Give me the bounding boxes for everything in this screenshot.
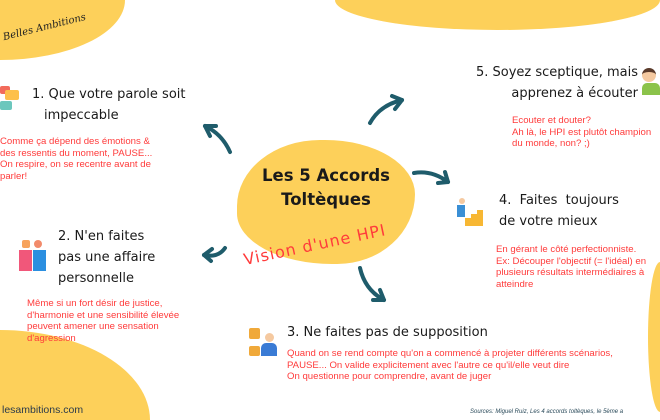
agreement-2-title: 2. N'en faites pas une affaire personnel… [58,229,156,286]
agreement-4-title: 4. Faites toujours de votre mieux [499,193,619,229]
sources-text: Sources: Miguel Ruiz, Les 4 accords tolt… [470,409,624,415]
center-blob [237,140,415,264]
agreement-5-title: 5. Soyez sceptique, mais apprenez à écou… [475,65,638,101]
speech-bubbles-icon [0,86,26,112]
people-icon [18,240,48,272]
agreement-3-title: 3. Ne faites pas de supposition [287,325,488,340]
website-link[interactable]: lesambitions.com [2,404,84,416]
agreement-2-note: Même si un fort désir de justice,d'harmo… [27,298,180,344]
climbing-stairs-icon [455,198,487,228]
center-title-line2: Toltèques [281,190,371,209]
question-person-icon [248,328,278,358]
agreement-1-title: 1. Que votre parole soit impeccable [32,87,186,123]
agreement-3-note: Quand on se rend compte qu'on a commencé… [287,348,613,382]
agreement-1-note: Comme ça dépend des émotions &des ressen… [0,136,153,182]
agreement-4-note: En gérant le côté perfectionniste.Ex: Dé… [496,244,647,290]
center-title-line1: Les 5 Accords [262,166,390,185]
decor-circle-right [648,262,660,412]
agreement-5-note: Ecouter et douter?Ah là, le HPI est plut… [512,115,652,149]
thinking-person-icon [642,68,660,98]
center-title: Les 5 Accords Toltèques [237,164,415,212]
